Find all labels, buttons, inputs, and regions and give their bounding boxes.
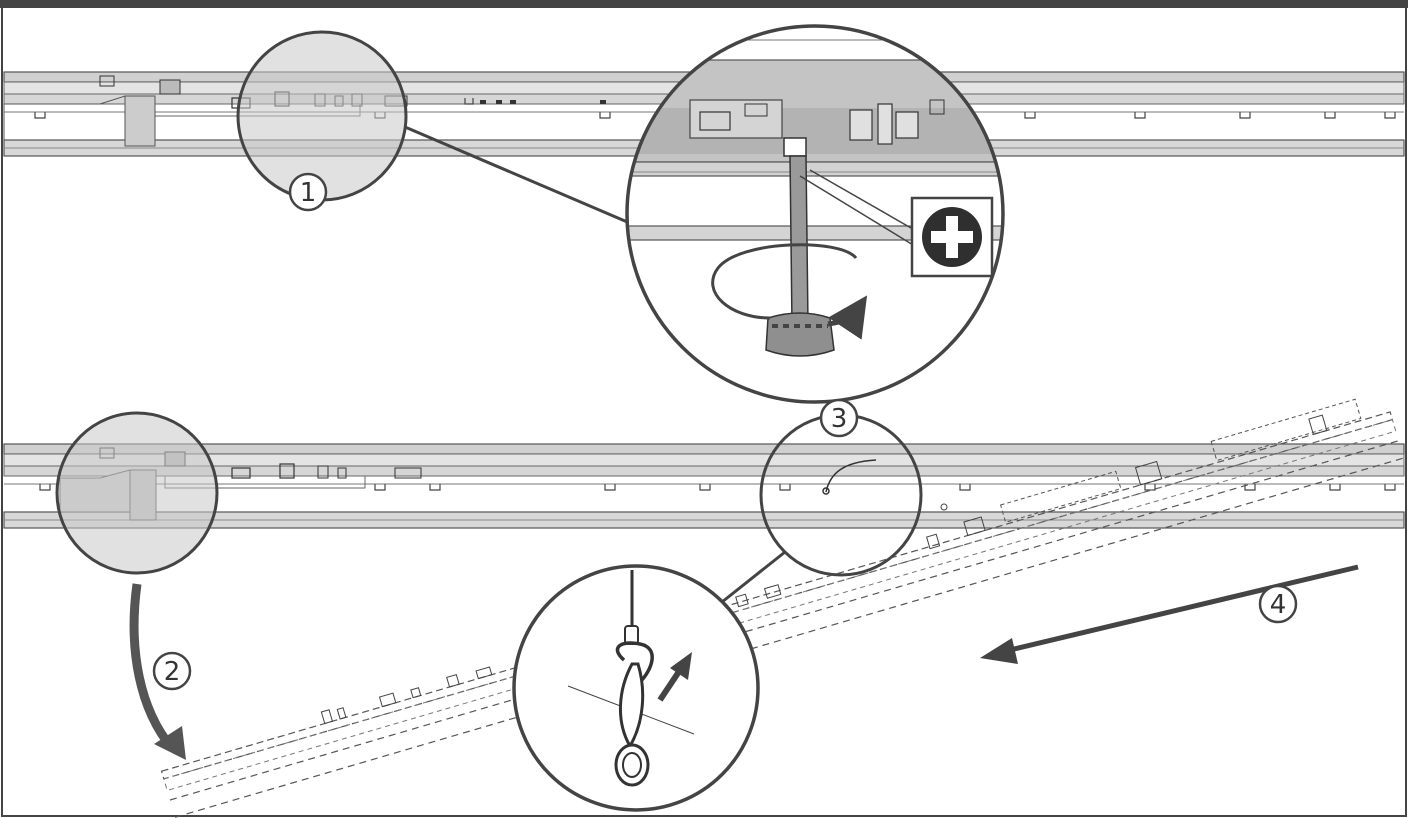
page-border [1,5,1407,817]
phillips-screwdriver-icon [910,196,994,278]
detail-circle-1 [236,30,408,202]
svg-text:4: 4 [1270,590,1287,620]
step-badge-4: 4 [1258,584,1298,624]
lower-arrow-2-head [154,726,186,760]
slide-arrow-4 [1009,564,1359,653]
top-frame-bar [0,0,1408,8]
step-badge-3: 3 [819,398,859,438]
lower-arrow-2 [129,583,176,751]
tilted-rail [160,398,1404,818]
leader-line-3 [721,550,786,604]
svg-text:3: 3 [831,404,848,434]
svg-text:2: 2 [164,657,181,687]
leader-line-1 [404,125,633,226]
detail-circle-3 [759,413,923,577]
detail-circle-2 [55,411,219,575]
magnifier-hook [512,564,760,812]
slide-arrow-4-head [980,638,1018,664]
svg-text:1: 1 [300,178,317,208]
step-badge-1: 1 [288,172,328,212]
step-badge-2: 2 [152,651,192,691]
